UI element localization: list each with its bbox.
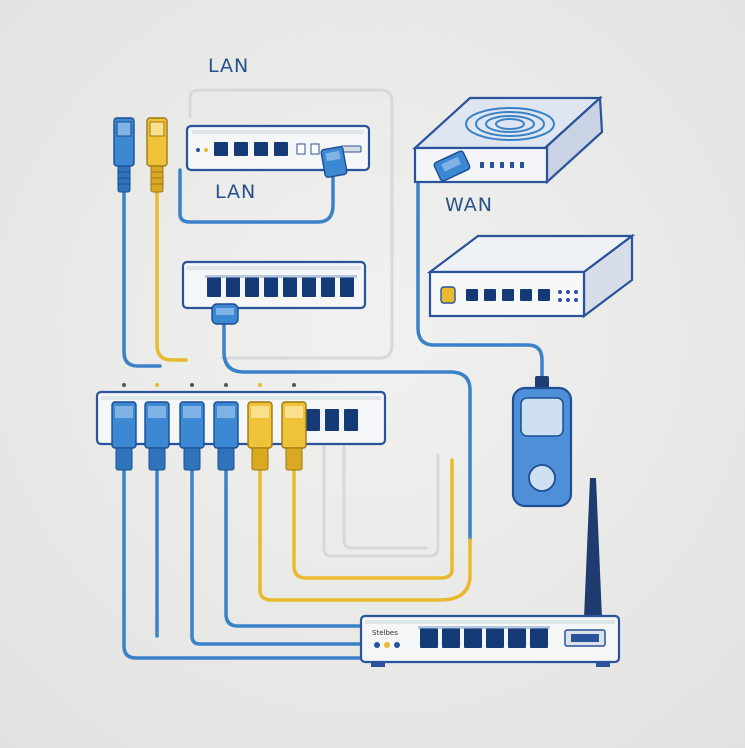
ethernet-plug-icon	[144, 401, 170, 471]
lan-inner-label: LAN	[215, 181, 256, 203]
ethernet-plug-icon	[281, 401, 307, 471]
ethernet-plug-icon	[247, 401, 273, 471]
lan-top-label: LAN	[208, 55, 249, 77]
cable-yellow-1	[292, 458, 454, 580]
power-adapter-icon	[511, 376, 573, 508]
cable-loose-yellow	[155, 188, 188, 362]
wifi-router-icon: Stelbes	[359, 614, 621, 667]
ethernet-plug-icon	[113, 117, 135, 193]
wifi-router-icon	[426, 233, 636, 319]
white-cable-b	[342, 438, 428, 550]
cable-loose-blue	[122, 188, 162, 368]
ethernet-plug-icon	[320, 146, 348, 178]
ethernet-plug-icon	[146, 117, 168, 193]
wan-label: WAN	[445, 194, 493, 216]
ethernet-plug-icon	[213, 401, 239, 471]
ethernet-plug-icon	[179, 401, 205, 471]
cable-wan-modem-adapter	[416, 168, 544, 388]
cable-top-switch-loop	[178, 168, 335, 224]
router-brand-label: Stelbes	[372, 629, 398, 637]
cable-blue-1	[224, 468, 362, 628]
ethernet-plug-icon	[211, 303, 239, 325]
modem-icon	[412, 95, 604, 185]
cable-blue-2	[190, 468, 364, 646]
cable-mid-switch-down	[222, 318, 472, 542]
cable-blue-4	[122, 468, 364, 660]
antenna-icon	[584, 478, 602, 618]
network-switch-icon	[95, 383, 387, 446]
ethernet-plug-icon	[111, 401, 137, 471]
ethernet-plug-icon	[433, 150, 471, 182]
white-frame-cable	[188, 88, 394, 360]
network-switch-icon	[181, 260, 367, 310]
white-cable-a	[322, 438, 440, 558]
cable-yellow-2	[258, 468, 472, 602]
